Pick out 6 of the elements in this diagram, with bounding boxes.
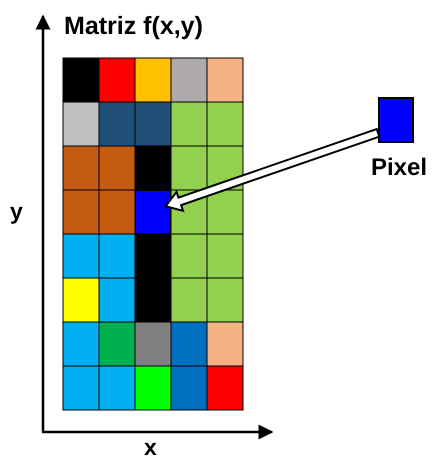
block-arrow (164, 128, 381, 212)
pixel-cell (135, 190, 171, 234)
pixel-label: Pixel (370, 156, 428, 180)
axis-label: x (144, 436, 157, 457)
title: Matriz f(x,y) (64, 14, 203, 39)
axis-label: y (10, 200, 23, 223)
